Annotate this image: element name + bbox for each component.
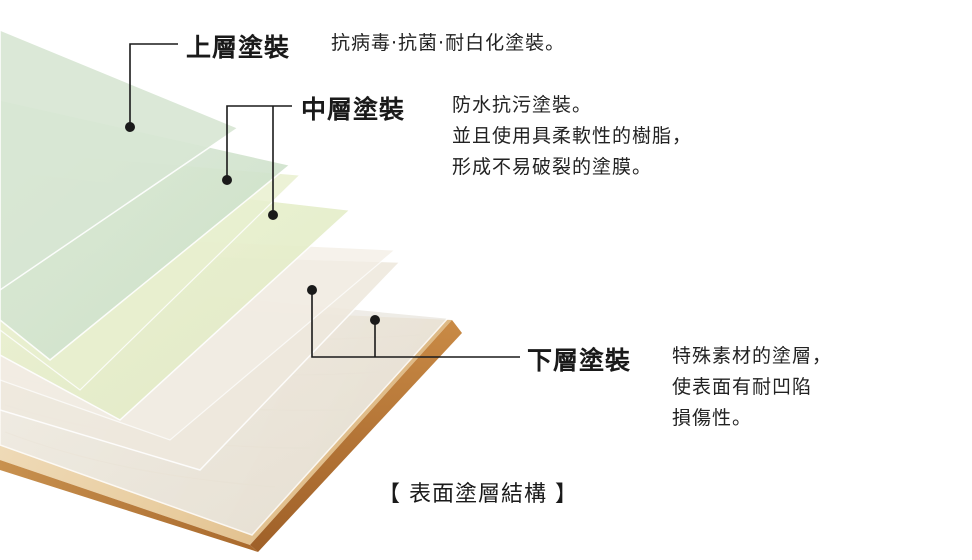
- middle-layer-line: 形成不易破裂的塗膜。: [452, 156, 653, 178]
- middle-layer-title: 中層塗裝: [301, 95, 406, 124]
- leader-dot-middle-1: [222, 175, 232, 185]
- leader-dot-bottom-1: [307, 285, 317, 295]
- wood-board-right-edge: [250, 320, 462, 552]
- middle-layer-line: 並且使用具柔軟性的樹脂，: [452, 125, 693, 147]
- wood-board-front-edge: [0, 460, 258, 552]
- leader-dot-top: [125, 122, 135, 132]
- leader-line-middle: [226, 105, 292, 180]
- middle-layer-description: 防水抗污塗裝。 並且使用具柔軟性的樹脂， 形成不易破裂的塗膜。: [452, 90, 692, 183]
- middle-layer-line: 防水抗污塗裝。: [452, 94, 593, 116]
- leader-dot-middle-2: [268, 210, 278, 220]
- diagram-caption: 【 表面塗層結構 】: [378, 482, 578, 507]
- leader-dot-bottom-2: [370, 315, 380, 325]
- bottom-layer-title: 下層塗裝: [527, 346, 632, 375]
- bottom-layer-description: 特殊素材的塗層， 使表面有耐凹陷 損傷性。: [672, 341, 832, 434]
- leader-line-top: [129, 43, 178, 127]
- leader-dots: [125, 122, 380, 325]
- top-layer-description: 抗病毒‧抗菌‧耐白化塗裝。: [331, 28, 565, 59]
- bottom-layer-line: 特殊素材的塗層，: [672, 345, 833, 367]
- bottom-layer-line: 損傷性。: [672, 407, 753, 429]
- top-coating-films: [0, 29, 292, 361]
- bottom-layer-line: 使表面有耐凹陷: [672, 376, 813, 398]
- top-layer-line: 抗病毒‧抗菌‧耐白化塗裝。: [331, 32, 566, 54]
- leader-line-bottom: [311, 290, 520, 358]
- leader-lines: [129, 43, 520, 358]
- top-layer-title: 上層塗裝: [186, 33, 291, 62]
